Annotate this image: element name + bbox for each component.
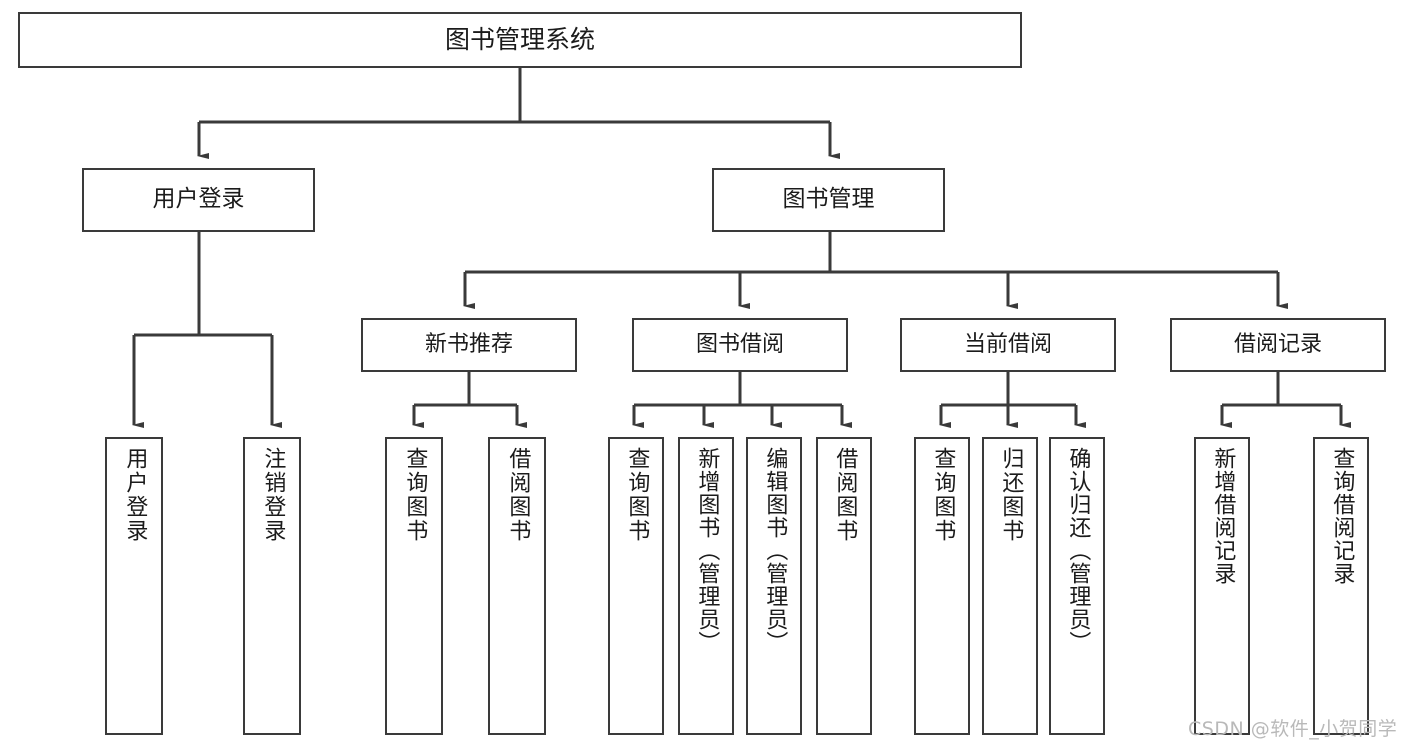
node-new-book-recommend-label: 新书推荐 — [424, 331, 513, 357]
node-root-label: 图书管理系统 — [444, 25, 595, 54]
node-current-borrow-label: 当前借阅 — [963, 331, 1052, 357]
leaf-current-borrow-return[interactable]: 归还图书 — [982, 437, 1038, 735]
leaf-label: 归还图书 — [998, 447, 1024, 543]
leaf-label: 借阅图书 — [832, 447, 858, 543]
node-book-borrow[interactable]: 图书借阅 — [632, 318, 848, 372]
leaf-label: 查询图书 — [402, 447, 428, 543]
leaf-new-book-borrow[interactable]: 借阅图书 — [488, 437, 546, 735]
leaf-label: 注销登录 — [260, 447, 286, 543]
node-book-management-label: 图书管理 — [782, 186, 875, 213]
node-book-management[interactable]: 图书管理 — [712, 168, 945, 232]
leaf-label: 确认归还（管理员） — [1065, 447, 1091, 654]
node-borrow-record[interactable]: 借阅记录 — [1170, 318, 1386, 372]
leaf-book-borrow-edit[interactable]: 编辑图书（管理员） — [746, 437, 802, 735]
leaf-book-borrow-query[interactable]: 查询图书 — [608, 437, 664, 735]
node-book-borrow-label: 图书借阅 — [695, 331, 784, 357]
node-user-login[interactable]: 用户登录 — [82, 168, 315, 232]
leaf-book-borrow-borrow[interactable]: 借阅图书 — [816, 437, 872, 735]
node-user-login-label: 用户登录 — [152, 186, 245, 213]
leaf-label: 新增图书（管理员） — [694, 447, 720, 654]
leaf-book-borrow-add[interactable]: 新增图书（管理员） — [678, 437, 734, 735]
node-root[interactable]: 图书管理系统 — [18, 12, 1022, 68]
leaf-label: 新增借阅记录 — [1210, 447, 1236, 585]
leaf-label: 查询图书 — [930, 447, 956, 543]
node-current-borrow[interactable]: 当前借阅 — [900, 318, 1116, 372]
leaf-current-borrow-confirm[interactable]: 确认归还（管理员） — [1049, 437, 1105, 735]
leaf-borrow-record-query[interactable]: 查询借阅记录 — [1313, 437, 1369, 735]
leaf-new-book-query[interactable]: 查询图书 — [385, 437, 443, 735]
leaf-label: 查询图书 — [624, 447, 650, 543]
leaf-current-borrow-query[interactable]: 查询图书 — [914, 437, 970, 735]
node-borrow-record-label: 借阅记录 — [1233, 331, 1322, 357]
leaf-label: 编辑图书（管理员） — [762, 447, 788, 654]
leaf-user-login-logout[interactable]: 注销登录 — [243, 437, 301, 735]
leaf-label: 借阅图书 — [505, 447, 531, 543]
leaf-label: 用户登录 — [122, 447, 148, 543]
leaf-borrow-record-add[interactable]: 新增借阅记录 — [1194, 437, 1250, 735]
leaf-user-login-login[interactable]: 用户登录 — [105, 437, 163, 735]
node-new-book-recommend[interactable]: 新书推荐 — [361, 318, 577, 372]
leaf-label: 查询借阅记录 — [1329, 447, 1355, 585]
csdn-watermark: CSDN @软件_小贺同学 — [1188, 718, 1398, 740]
